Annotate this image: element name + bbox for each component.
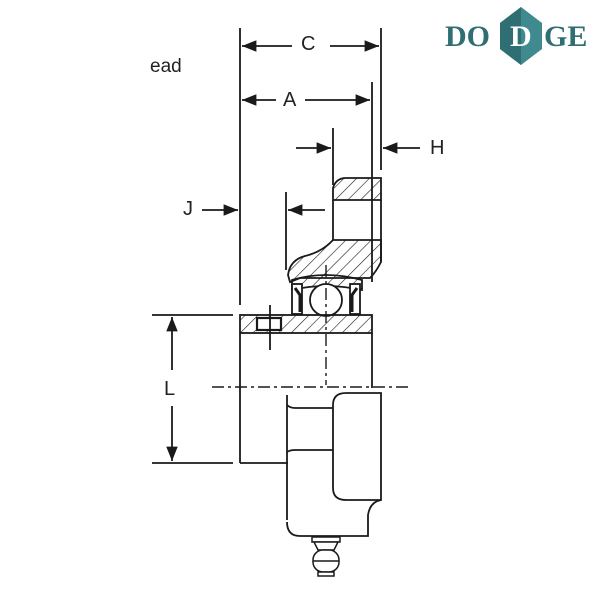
set-screw (255, 316, 283, 332)
housing-body (239, 333, 382, 537)
dimension-label-c: C (301, 33, 316, 55)
logo-text-right: GE (544, 20, 587, 53)
centerlines (212, 265, 410, 388)
partial-caption-text: ead (150, 56, 182, 77)
housing-flange (287, 177, 382, 284)
dodge-logo-graphic: DO D GE (445, 7, 587, 65)
dimension-label-l: L (164, 378, 176, 400)
grease-fitting-icon (311, 536, 341, 577)
dimension-label-h: H (430, 137, 445, 159)
logo-text-center: D (510, 20, 532, 53)
dimension-label-j: J (183, 198, 193, 220)
bearing-insert (239, 274, 373, 350)
logo-text-left: DO (445, 20, 490, 53)
dimension-label-a: A (283, 89, 297, 111)
dodge-logo: DO D GE (443, 5, 598, 67)
